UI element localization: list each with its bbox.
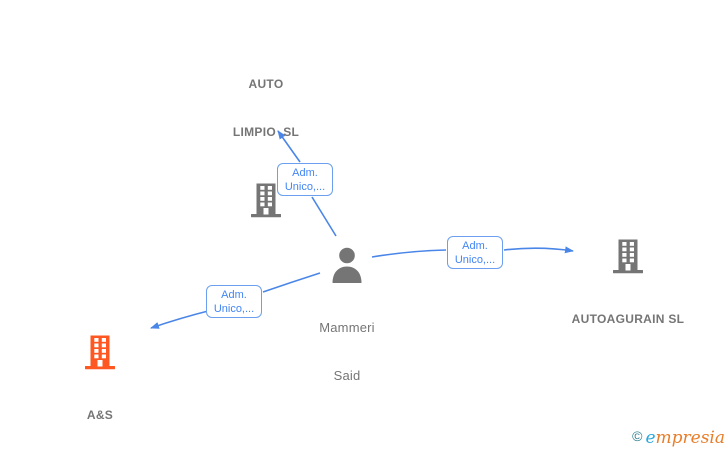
node-mammeri-said[interactable]: Mammeri Said <box>277 246 417 416</box>
node-autoagurain[interactable]: AUTOAGURAIN SL <box>558 238 698 359</box>
company-name: A&S KIROL GIMNASIO SL <box>86 408 114 422</box>
edge-label-adm-unico-right[interactable]: Adm. Unico,... <box>447 236 503 269</box>
edge-person-to-label-right <box>371 249 447 258</box>
company-name: AUTOAGURAIN SL <box>571 312 685 326</box>
edge-label-to-auto-limpio <box>277 130 301 163</box>
company-name: AUTO LIMPIO SL <box>232 77 300 139</box>
edge-label-to-autoagurain <box>503 246 574 254</box>
node-auto-limpio[interactable]: AUTO LIMPIO SL <box>196 44 336 218</box>
building-icon <box>610 238 646 274</box>
person-icon <box>328 246 366 284</box>
edge-label-to-as-kirol <box>150 309 213 329</box>
empresia-logo[interactable]: ©empresia <box>632 428 725 448</box>
edge-label-adm-unico-left[interactable]: Adm. Unico,... <box>206 285 262 318</box>
person-name: Mammeri Said <box>319 320 375 383</box>
copyright-icon: © <box>632 428 643 444</box>
edge-person-to-label-left <box>262 272 321 293</box>
edge-label-adm-unico-top[interactable]: Adm. Unico,... <box>277 163 333 196</box>
brand-name: empresia <box>645 428 725 448</box>
node-as-kirol-gimnasio[interactable]: A&S KIROL GIMNASIO SL <box>30 334 170 450</box>
building-icon <box>248 182 284 218</box>
building-icon <box>82 334 118 370</box>
edge-person-to-label-top <box>311 196 337 237</box>
